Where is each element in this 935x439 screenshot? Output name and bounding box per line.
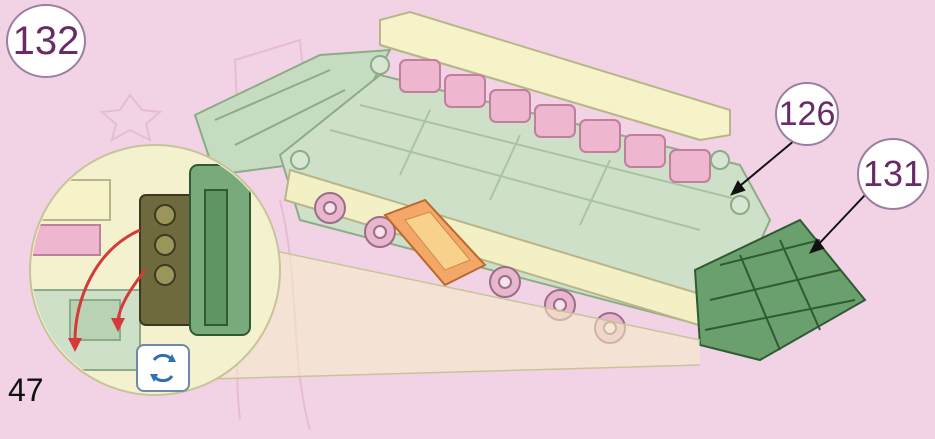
page-number: 47 bbox=[8, 372, 44, 409]
step-number-badge: 132 bbox=[6, 4, 86, 78]
part-callout-131: 131 bbox=[857, 138, 929, 210]
rotate-icon bbox=[136, 344, 190, 392]
part-callout-126: 126 bbox=[775, 82, 839, 146]
